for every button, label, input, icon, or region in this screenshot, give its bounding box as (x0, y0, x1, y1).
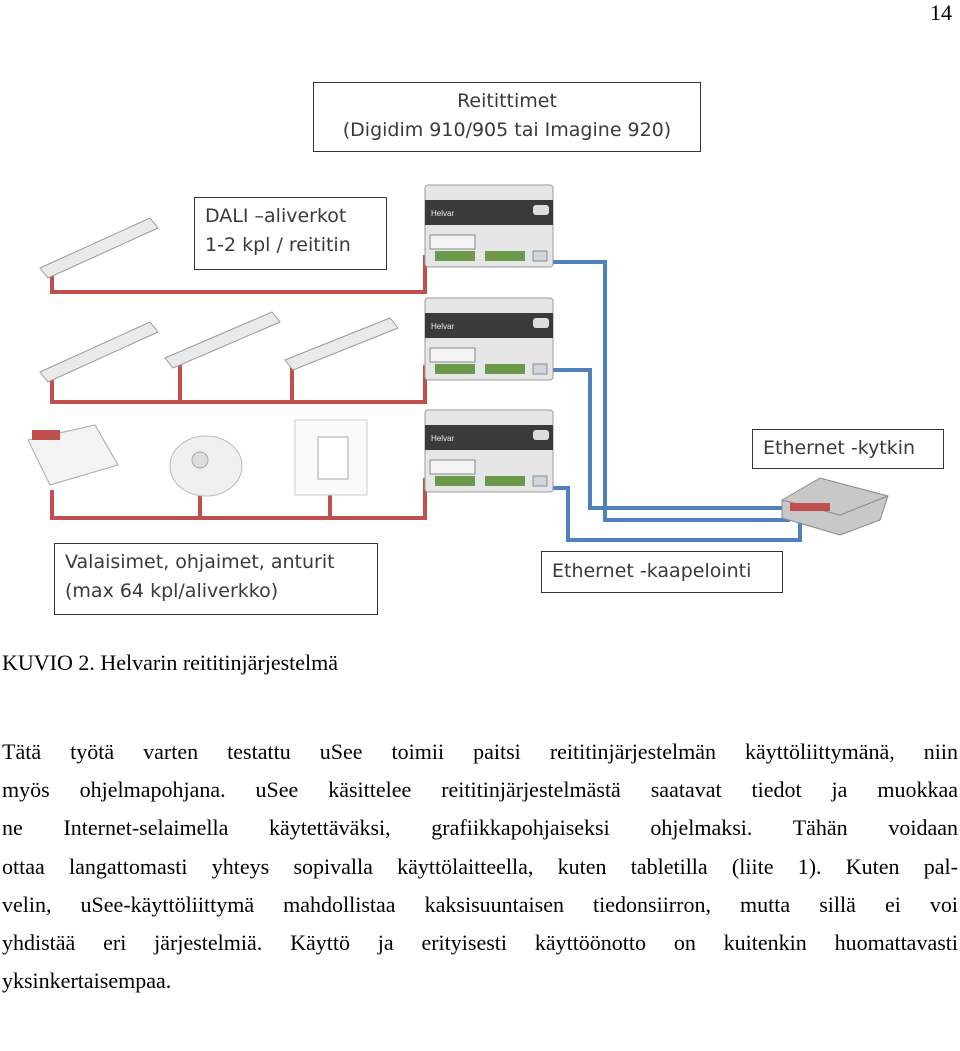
dali-cables (50, 255, 427, 520)
dali-label-line-2: 1-2 kpl / reititin (205, 234, 351, 256)
router-system-diagram: Helvar Helvar Helvar (27, 184, 889, 542)
fixtures-label-line-1: Valaisimet, ohjaimet, anturit (65, 551, 335, 573)
routers-label-box: Reitittimet (Digidim 910/905 tai Imagine… (313, 82, 701, 152)
dali-label-line-1: DALI –aliverkot (205, 205, 347, 227)
dali-cable-3 (50, 478, 427, 520)
router-unit-3: Helvar (424, 409, 554, 493)
motion-sensor (169, 435, 243, 497)
paragraph-line: Tätä työtä varten testattu uSee toimii p… (2, 739, 958, 764)
luminaire-driver-1 (39, 217, 159, 279)
ethernet-cable-1 (548, 260, 790, 522)
luminaire-driver-2 (39, 321, 159, 383)
figure-caption: KUVIO 2. Helvarin reititinjärjestelmä (2, 650, 339, 675)
paragraph-line: ottaa langattomasti yhteys sopivalla käy… (2, 853, 958, 879)
paragraph-line: velin, uSee-käyttöliittymä mahdollistaa … (2, 891, 958, 917)
router-brand-label: Helvar (431, 434, 454, 443)
ethernet-cabling-label-box: Ethernet -kaapelointi (541, 551, 783, 593)
ethernet-cable-3 (548, 486, 802, 542)
paragraph-line: yksinkertaisempaa. (2, 968, 172, 994)
dali-cable-2 (50, 365, 427, 404)
body-paragraph: Tätä työtä varten testattu uSee toimii p… (2, 733, 958, 1000)
luminaire-driver-4 (284, 317, 399, 371)
ethernet-cables (548, 260, 802, 542)
ethernet-switch-label-box: Ethernet -kytkin (752, 429, 944, 469)
control-panel (294, 419, 368, 496)
ethernet-cable-2 (548, 368, 790, 510)
luminaire-driver-3 (164, 311, 281, 369)
ballast-device (27, 424, 119, 486)
paragraph-line: yhdistää eri järjestelmiä. Käyttö ja eri… (2, 930, 958, 956)
fixtures-label-box: Valaisimet, ohjaimet, anturit (max 64 kp… (54, 543, 378, 615)
paragraph-line: ne Internet-selaimella käytettäväksi, gr… (2, 815, 958, 841)
router-unit-2: Helvar (424, 297, 554, 381)
dali-label-box: DALI –aliverkot 1-2 kpl / reititin (194, 197, 387, 270)
ethernet-switch-label: Ethernet -kytkin (763, 437, 916, 459)
dali-cable-1 (50, 255, 427, 294)
router-brand-label: Helvar (431, 209, 454, 218)
page-number: 14 (930, 0, 952, 25)
ethernet-cabling-label: Ethernet -kaapelointi (552, 560, 752, 582)
paragraph-line: myös ohjelmapohjana. uSee käsittelee rei… (2, 777, 958, 803)
router-unit-1: Helvar (424, 184, 554, 268)
router-brand-label: Helvar (431, 322, 454, 331)
routers-label-line-1: Reitittimet (457, 90, 557, 112)
fixtures-label-line-2: (max 64 kpl/aliverkko) (65, 580, 279, 602)
routers-label-line-2: (Digidim 910/905 tai Imagine 920) (342, 119, 672, 141)
ethernet-switch (781, 477, 889, 536)
